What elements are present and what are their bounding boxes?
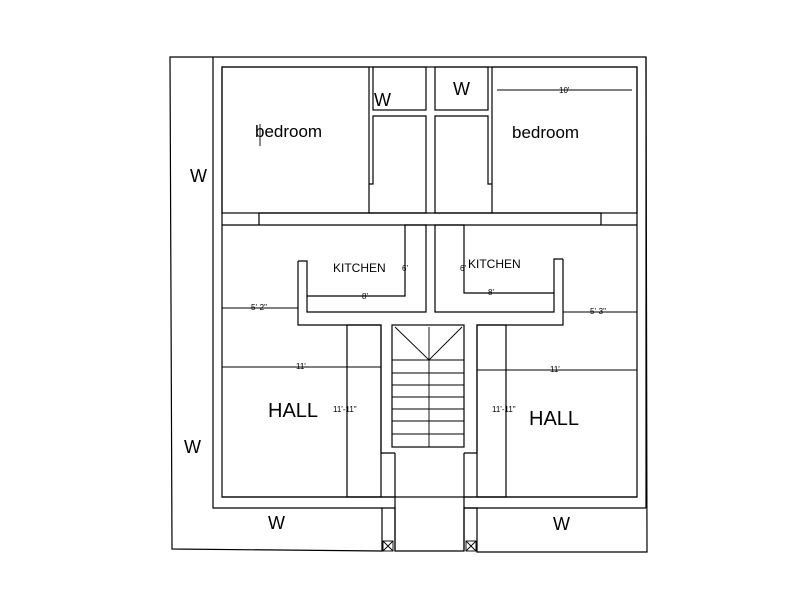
toilet-right-top xyxy=(434,66,489,111)
dim-kitchen-right-width: 8' xyxy=(488,288,494,297)
hall-left-label: HALL xyxy=(268,400,318,422)
kitchen-right-label: KITCHEN xyxy=(468,257,521,271)
dim-hall-left-depth: 11'-11" xyxy=(333,405,357,414)
stair-treads xyxy=(392,359,464,435)
dim-kitchen-left-depth: 6' xyxy=(402,264,408,273)
kitchen-left-platform xyxy=(298,224,427,313)
kitchen-left-label: KITCHEN xyxy=(333,261,386,275)
bedroom-right-label: bedroom xyxy=(512,123,579,142)
dim-hall-right-depth: 11'-11" xyxy=(492,405,516,414)
hall-right-label: HALL xyxy=(529,408,579,430)
dim-kitchen-right-depth: 6' xyxy=(460,264,466,273)
gate-post-right xyxy=(465,540,477,552)
dim-right-side: 5'-3" xyxy=(590,307,606,316)
kitchen-right-platform xyxy=(434,224,563,313)
bedroom-left-label: bedroom xyxy=(255,122,322,141)
window-label-bottom-right: W xyxy=(553,514,570,534)
building-inner-wall xyxy=(221,66,638,498)
dim-kitchen-left-width: 8' xyxy=(362,292,368,301)
wardrobe-strip xyxy=(258,212,602,225)
dim-hall-left-width: 11' xyxy=(296,362,306,371)
dim-bedroom-right-width: 10' xyxy=(559,86,570,95)
toilet-left-top xyxy=(372,66,427,111)
entrance-walls xyxy=(394,453,465,551)
window-label-toilet-right: W xyxy=(453,79,470,99)
toilet-left-bottom xyxy=(369,115,427,214)
dim-hall-right-width: 11' xyxy=(550,365,560,374)
staircase-landing-mark xyxy=(394,326,463,447)
dim-left-side: 5'-2" xyxy=(251,303,267,312)
window-label-bottom-left: W xyxy=(268,513,285,533)
staircase xyxy=(391,324,465,448)
toilet-right-bottom xyxy=(434,115,492,214)
window-label-left-bottom: W xyxy=(184,437,201,457)
building-outer-wall xyxy=(212,57,647,509)
window-label-toilet-left: W xyxy=(374,90,391,110)
window-label-left-top: W xyxy=(190,166,207,186)
gate-post-left xyxy=(382,540,394,552)
